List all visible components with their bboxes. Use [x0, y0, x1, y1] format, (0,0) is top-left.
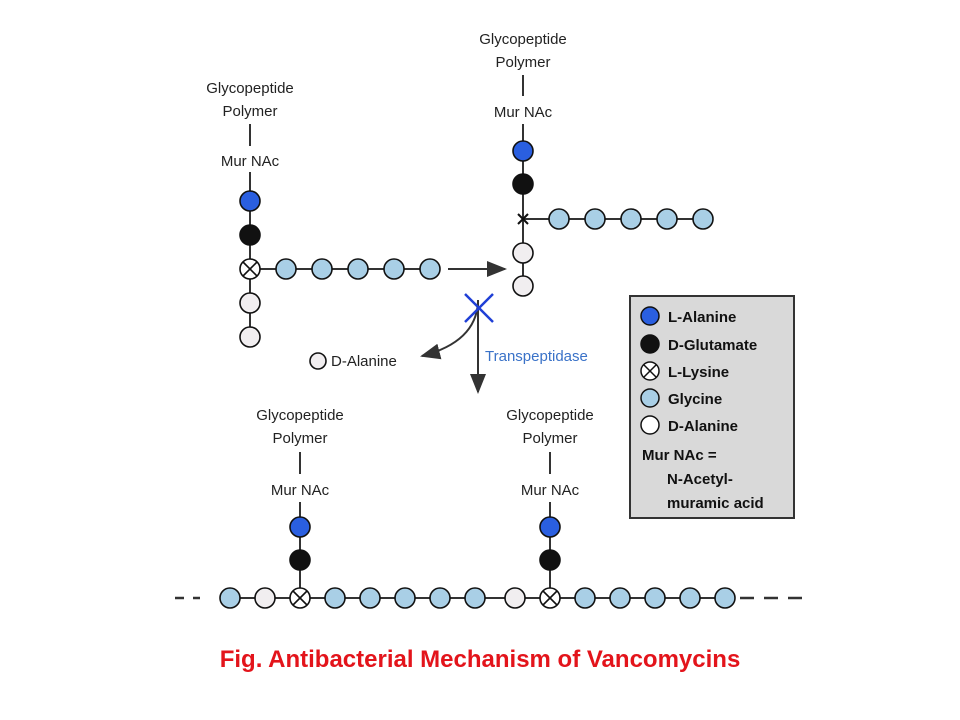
unit1-l-lysine	[239, 258, 261, 280]
unit1-d-glutamate	[239, 224, 261, 246]
legend-item-label: L-Alanine	[668, 309, 736, 326]
unit4-glycopeptide-label: Glycopeptide	[506, 407, 594, 424]
chain-glycine	[394, 587, 416, 609]
chain-glycine	[644, 587, 666, 609]
released-d-alanine-icon	[309, 352, 327, 370]
chain-glycine	[574, 587, 596, 609]
legend-d-alanine-icon	[640, 415, 660, 435]
figure-caption: Fig. Antibacterial Mechanism of Vancomyc…	[219, 646, 741, 673]
legend-note-line: N-Acetyl-	[667, 471, 733, 488]
unit1-d-alanine	[239, 292, 261, 314]
unit2-glycine	[692, 208, 714, 230]
unit1-glycine	[383, 258, 405, 280]
unit3-d-glutamate	[289, 549, 311, 571]
unit2-lysine-cross-mark	[517, 213, 529, 225]
unit1-d-alanine	[239, 326, 261, 348]
unit2-d-alanine	[512, 242, 534, 264]
unit2-murnac-label: Mur NAc	[494, 104, 553, 121]
legend-box: L-Alanine D-Glutamate L-Lysine Glycine D…	[629, 295, 795, 519]
chain-l-lysine	[539, 587, 561, 609]
unit3-murnac-label: Mur NAc	[271, 482, 330, 499]
chain-l-lysine	[289, 587, 311, 609]
legend-item-label: L-Lysine	[668, 364, 729, 381]
unit2-glycine	[656, 208, 678, 230]
unit1-glycine	[275, 258, 297, 280]
chain-glycine	[609, 587, 631, 609]
unit2-l-alanine	[512, 140, 534, 162]
chain-d-alanine	[254, 587, 276, 609]
unit4-d-glutamate	[539, 549, 561, 571]
unit1-glycopeptide-label: Glycopeptide	[206, 80, 294, 97]
unit2-glycine	[620, 208, 642, 230]
unit4-l-alanine	[539, 516, 561, 538]
chain-glycine	[219, 587, 241, 609]
unit1-l-alanine	[239, 190, 261, 212]
chain-glycine	[714, 587, 736, 609]
legend-item-label: D-Glutamate	[668, 337, 757, 354]
unit1-glycine	[311, 258, 333, 280]
unit2-d-alanine	[512, 275, 534, 297]
unit1-murnac-label: Mur NAc	[221, 153, 280, 170]
released-d-alanine-label: D-Alanine	[331, 353, 397, 370]
chain-d-alanine	[504, 587, 526, 609]
chain-glycine	[464, 587, 486, 609]
unit2-glycine	[548, 208, 570, 230]
chain-glycine	[324, 587, 346, 609]
unit2-d-glutamate	[512, 173, 534, 195]
unit2-glycopeptide-label: Glycopeptide	[479, 31, 567, 48]
legend-note-line: Mur NAc =	[642, 447, 717, 464]
unit1-glycine	[419, 258, 441, 280]
unit1-glycine	[347, 258, 369, 280]
unit3-polymer-label: Polymer	[272, 430, 327, 447]
legend-item-label: Glycine	[668, 391, 722, 408]
legend-l-lysine-icon	[640, 361, 660, 381]
unit2-glycine	[584, 208, 606, 230]
d-alanine-release-arrow	[420, 301, 479, 360]
chain-glycine	[429, 587, 451, 609]
unit3-l-alanine	[289, 516, 311, 538]
legend-glycine-icon	[640, 388, 660, 408]
legend-l-alanine-icon	[640, 306, 660, 326]
legend-note-line: muramic acid	[667, 495, 764, 512]
unit1-polymer-label: Polymer	[222, 103, 277, 120]
unit4-polymer-label: Polymer	[522, 430, 577, 447]
unit3-glycopeptide-label: Glycopeptide	[256, 407, 344, 424]
inhibition-cross-icon	[464, 293, 494, 323]
transpeptidase-label: Transpeptidase	[485, 348, 588, 365]
legend-item-label: D-Alanine	[668, 418, 738, 435]
chain-glycine	[679, 587, 701, 609]
legend-d-glutamate-icon	[640, 334, 660, 354]
unit2-polymer-label: Polymer	[495, 54, 550, 71]
chain-glycine	[359, 587, 381, 609]
unit4-murnac-label: Mur NAc	[521, 482, 580, 499]
